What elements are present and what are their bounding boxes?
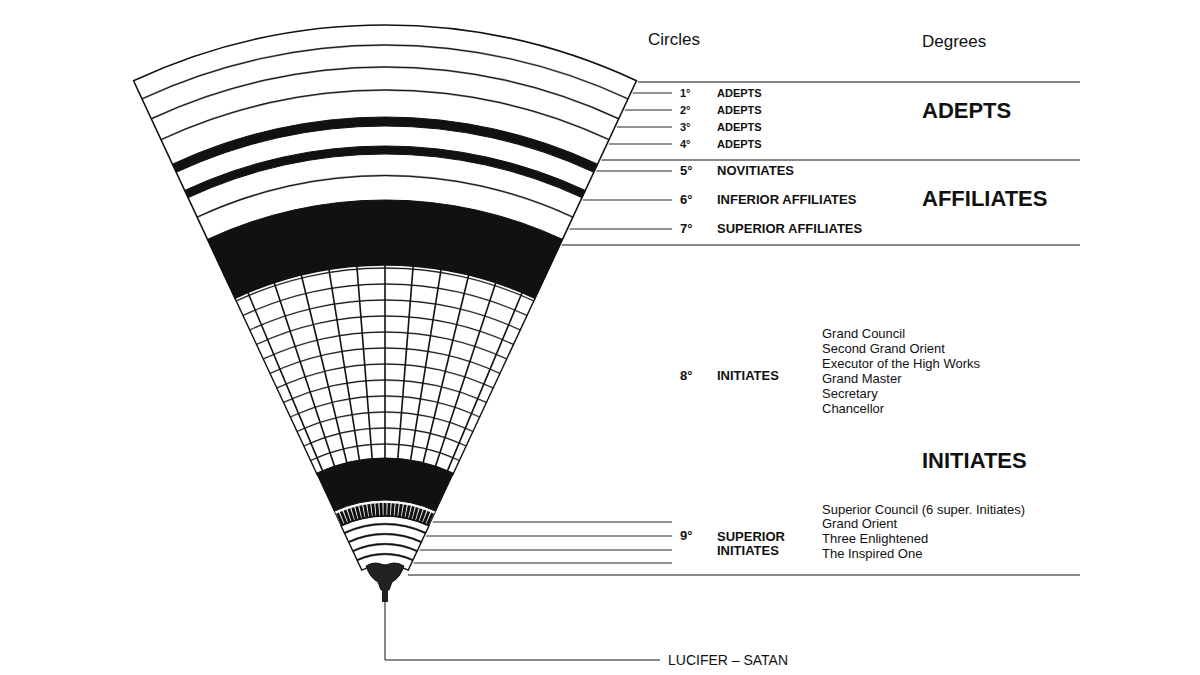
degree-number: 3° <box>680 121 691 133</box>
leader-line <box>385 602 660 660</box>
grid-line <box>365 505 367 518</box>
group-heading: ADEPTS <box>922 99 1011 123</box>
grid-line <box>384 503 387 516</box>
leader-line <box>420 550 672 551</box>
leader-line <box>583 200 672 201</box>
grid-line <box>369 504 371 517</box>
leader-line <box>414 563 672 564</box>
leader-line <box>426 536 672 537</box>
grid-line <box>447 293 522 473</box>
office-name: Grand Council <box>822 327 905 341</box>
apex-figure <box>366 563 404 590</box>
degree-number: 4° <box>680 138 691 150</box>
office-name: Chancellor <box>822 402 884 416</box>
grid-line <box>301 275 347 465</box>
funnel-band <box>235 265 535 475</box>
leader-line <box>433 522 672 523</box>
funnel-band <box>134 25 637 298</box>
grid-line <box>379 503 382 516</box>
funnel-band <box>344 523 426 533</box>
leader-line <box>633 93 672 94</box>
funnel-band <box>353 543 418 551</box>
degree-number: 9° <box>680 529 692 543</box>
office-name: The Inspired One <box>822 547 922 561</box>
degree-name: SUPERIOR INITIATES <box>717 530 813 559</box>
office-name: Grand Master <box>822 372 901 386</box>
funnel-band <box>142 45 628 100</box>
grid-line <box>391 503 395 516</box>
grid-line <box>357 266 372 460</box>
apex-label: LUCIFER – SATAN <box>668 653 788 668</box>
funnel-band <box>185 146 586 198</box>
funnel-band <box>161 90 609 141</box>
grid-line <box>361 506 364 519</box>
grid-line <box>407 506 410 519</box>
grid-line <box>427 513 432 525</box>
group-heading: INITIATES <box>922 449 1027 473</box>
divider-line <box>408 575 1080 576</box>
degree-number: 6° <box>680 193 692 207</box>
office-name: Superior Council (6 super. Initiates) <box>822 503 1025 517</box>
grid-line <box>396 504 397 517</box>
office-name: Second Grand Orient <box>822 342 945 356</box>
office-name: Executor of the High Works <box>822 357 980 371</box>
office-name: Three Enlightened <box>822 532 928 546</box>
degree-name: NOVITIATES <box>717 164 794 178</box>
leader-line <box>569 229 672 230</box>
divider-line <box>562 245 1080 246</box>
degree-number: 7° <box>680 222 692 236</box>
degree-number: 5° <box>680 164 692 178</box>
grid-line <box>357 506 360 519</box>
grid-line <box>403 505 405 518</box>
funnel-band <box>172 117 597 172</box>
degree-name: ADEPTS <box>717 121 762 133</box>
divider-line <box>602 160 1080 161</box>
grid-line <box>410 269 441 462</box>
funnel-band <box>151 67 619 120</box>
degree-name: INITIATES <box>717 369 779 383</box>
degree-name: ADEPTS <box>717 87 762 99</box>
apex-stem <box>382 588 388 602</box>
degree-number: 8° <box>680 369 692 383</box>
grid-line <box>353 508 357 520</box>
office-name: Secretary <box>822 387 878 401</box>
grid-line <box>410 506 413 519</box>
grid-line <box>399 504 401 517</box>
leader-line <box>625 110 672 111</box>
office-name: Grand Orient <box>822 517 897 531</box>
funnel-band <box>348 533 421 542</box>
leader-line <box>596 171 672 172</box>
grid-line <box>384 265 386 460</box>
funnel <box>134 25 637 570</box>
leader-line <box>617 127 672 128</box>
column-heading: Degrees <box>922 33 986 52</box>
degree-number: 1° <box>680 87 691 99</box>
degree-name: SUPERIOR AFFILIATES <box>717 222 862 236</box>
degree-name: INFERIOR AFFILIATES <box>717 193 856 207</box>
divider-line <box>638 82 1080 83</box>
grid-line <box>398 266 413 460</box>
leader-line <box>609 144 672 145</box>
degree-name: ADEPTS <box>717 138 762 150</box>
column-heading: Circles <box>648 31 700 50</box>
grid-line <box>375 503 379 516</box>
grid-line <box>387 503 390 516</box>
grid-line <box>373 504 374 517</box>
degree-number: 2° <box>680 104 691 116</box>
group-heading: AFFILIATES <box>922 187 1047 211</box>
funnel-band <box>341 516 429 570</box>
funnel-band <box>357 553 413 561</box>
grid-line <box>329 269 360 462</box>
degree-name: ADEPTS <box>717 104 762 116</box>
